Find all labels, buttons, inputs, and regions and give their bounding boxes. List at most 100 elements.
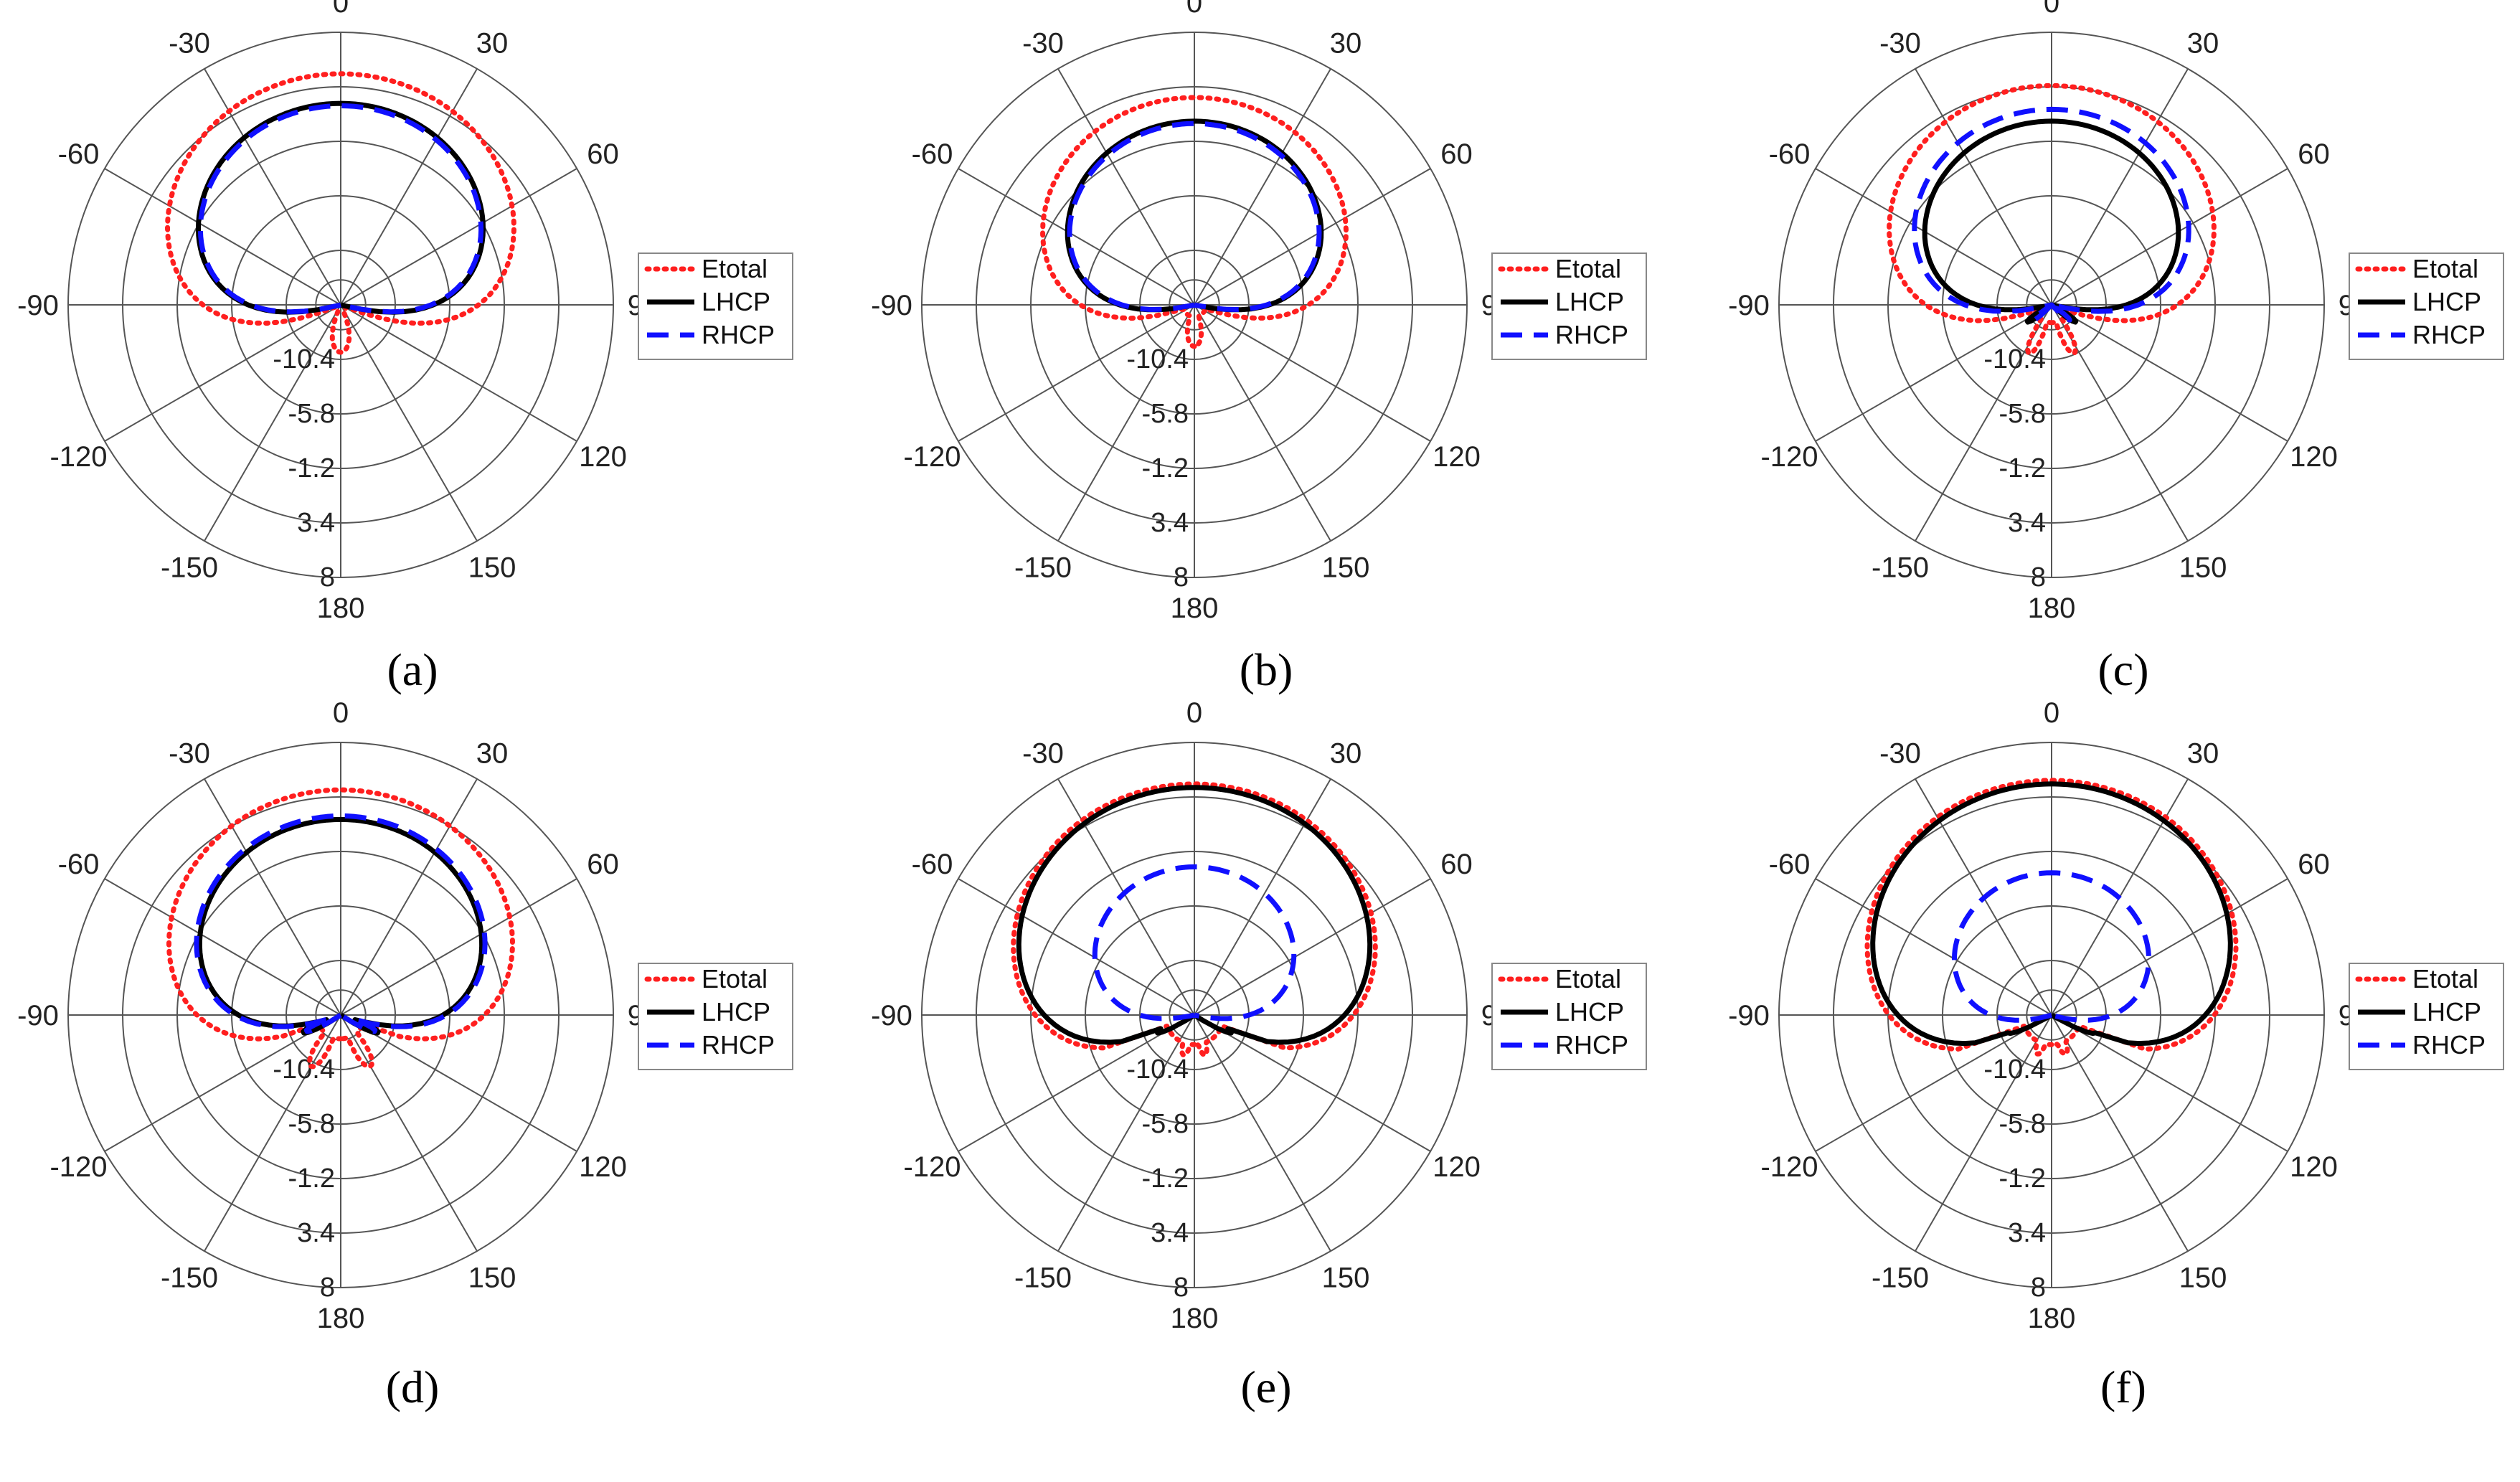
angle-tick-label: -150 <box>1872 552 1929 584</box>
radial-tick-label: 8 <box>2031 562 2046 593</box>
angular-grid-spoke <box>1815 878 2052 1016</box>
angular-grid-spoke <box>340 878 577 1016</box>
angular-grid-spoke <box>1194 68 1331 306</box>
legend-label-lhcp: LHCP <box>702 287 770 316</box>
series-lhcp-curve <box>1922 118 2181 325</box>
radial-tick-label: -10.4 <box>273 1054 335 1085</box>
angle-tick-label: -30 <box>169 738 210 770</box>
angular-grid-spoke <box>340 68 478 306</box>
angular-grid-spoke <box>340 168 577 306</box>
angular-grid-spoke <box>104 1014 341 1152</box>
angle-tick-label: -30 <box>1022 28 1064 60</box>
angular-grid-spoke <box>2051 168 2288 306</box>
angular-grid-spoke <box>958 878 1195 1016</box>
radial-tick-label: -1.2 <box>1999 1164 2046 1194</box>
legend-label-rhcp: RHCP <box>1555 1030 1628 1059</box>
panel-caption: (b) <box>1240 644 1293 695</box>
angular-grid-spoke <box>340 304 577 442</box>
angular-grid-spoke <box>1194 304 1331 542</box>
angle-tick-label: -120 <box>903 441 961 473</box>
angle-tick-label: 120 <box>579 1151 627 1183</box>
angle-tick-label: 0 <box>2044 0 2059 19</box>
series-lhcp-curve <box>1870 781 2233 1047</box>
radial-tick-label: -5.8 <box>288 1109 335 1139</box>
legend-label-rhcp: RHCP <box>1555 320 1628 349</box>
angle-tick-label: -90 <box>871 1000 912 1032</box>
angle-tick-label: -30 <box>1879 738 1921 770</box>
panel-caption: (c) <box>2097 644 2148 695</box>
radial-tick-label: 8 <box>320 1273 335 1303</box>
angle-tick-label: 180 <box>2028 1303 2076 1334</box>
angle-tick-label: -60 <box>1769 138 1811 170</box>
angular-grid-spoke <box>1057 304 1195 542</box>
legend-label-lhcp: LHCP <box>2412 997 2481 1026</box>
angle-tick-label: 60 <box>1440 849 1473 880</box>
angle-tick-label: 30 <box>2187 738 2219 770</box>
angle-tick-label: 120 <box>1433 441 1481 473</box>
angular-grid-spoke <box>958 168 1195 306</box>
angle-tick-label: -90 <box>871 290 912 321</box>
radial-tick-label: -1.2 <box>288 1164 335 1194</box>
panel-caption: (e) <box>1240 1361 1291 1412</box>
angular-grid-spoke <box>2051 878 2288 1016</box>
polar-panel-6: 0306090120150180-150-120-90-60-30-10.4-5… <box>1728 697 2504 1334</box>
legend-label-rhcp: RHCP <box>702 320 775 349</box>
angle-tick-label: -120 <box>49 441 107 473</box>
angular-grid-spoke <box>104 168 341 306</box>
angle-tick-label: -120 <box>903 1151 961 1183</box>
legend-label-etotal: Etotal <box>702 254 768 283</box>
angular-grid-spoke <box>1194 304 1431 442</box>
angle-tick-label: -90 <box>1728 290 1770 321</box>
polar-panel-1: 0306090120150180-150-120-90-60-30-10.4-5… <box>17 0 793 624</box>
radial-tick-label: -1.2 <box>288 453 335 483</box>
legend-label-etotal: Etotal <box>1555 964 1621 993</box>
angular-grid-spoke <box>1815 1014 2052 1152</box>
legend-label-rhcp: RHCP <box>2412 320 2486 349</box>
angular-grid-spoke <box>204 68 341 306</box>
angle-tick-label: 60 <box>2298 138 2330 170</box>
angular-grid-spoke <box>2051 304 2189 542</box>
angular-grid-spoke <box>340 1014 577 1152</box>
angle-tick-label: -30 <box>169 28 210 60</box>
angle-tick-label: -90 <box>17 1000 59 1032</box>
angular-grid-spoke <box>1057 68 1195 306</box>
polar-panel-2: 0306090120150180-150-120-90-60-30-10.4-5… <box>871 0 1647 624</box>
legend-label-etotal: Etotal <box>702 964 768 993</box>
series-rhcp-curve <box>1952 870 2151 1023</box>
legend-label-lhcp: LHCP <box>702 997 770 1026</box>
angle-tick-label: -30 <box>1879 28 1921 60</box>
radial-tick-label: -5.8 <box>288 399 335 429</box>
angle-tick-label: 30 <box>476 28 509 60</box>
radial-tick-label: -1.2 <box>1999 453 2046 483</box>
radial-tick-label: -1.2 <box>1142 453 1189 483</box>
angle-tick-label: -120 <box>1760 441 1818 473</box>
angular-grid-spoke <box>204 304 341 542</box>
angle-tick-label: 150 <box>1322 552 1370 584</box>
legend-label-etotal: Etotal <box>2412 254 2478 283</box>
angle-tick-label: 60 <box>2298 849 2330 880</box>
series-rhcp-curve <box>1092 864 1297 1021</box>
radial-tick-label: -10.4 <box>1126 1054 1189 1085</box>
angular-grid-spoke <box>340 304 478 542</box>
radial-tick-label: -5.8 <box>1142 1109 1189 1139</box>
radial-tick-label: 3.4 <box>1151 508 1189 538</box>
radial-tick-label: 3.4 <box>2008 1218 2046 1248</box>
angle-tick-label: 180 <box>1171 593 1219 624</box>
angular-grid-spoke <box>1057 778 1195 1016</box>
angular-grid-spoke <box>1915 1014 2052 1252</box>
angular-grid-spoke <box>2051 304 2288 442</box>
angle-tick-label: 180 <box>317 1303 365 1334</box>
series-rhcp-curve <box>1067 121 1322 312</box>
angular-grid-spoke <box>1194 878 1431 1016</box>
legend-label-etotal: Etotal <box>1555 254 1621 283</box>
legend-box <box>638 252 793 360</box>
radial-tick-label: 3.4 <box>1151 1218 1189 1248</box>
angle-tick-label: 150 <box>1322 1262 1370 1294</box>
legend-label-rhcp: RHCP <box>702 1030 775 1059</box>
angle-tick-label: 0 <box>2044 697 2059 729</box>
legend-label-etotal: Etotal <box>2412 964 2478 993</box>
angle-tick-label: 0 <box>1186 0 1202 19</box>
